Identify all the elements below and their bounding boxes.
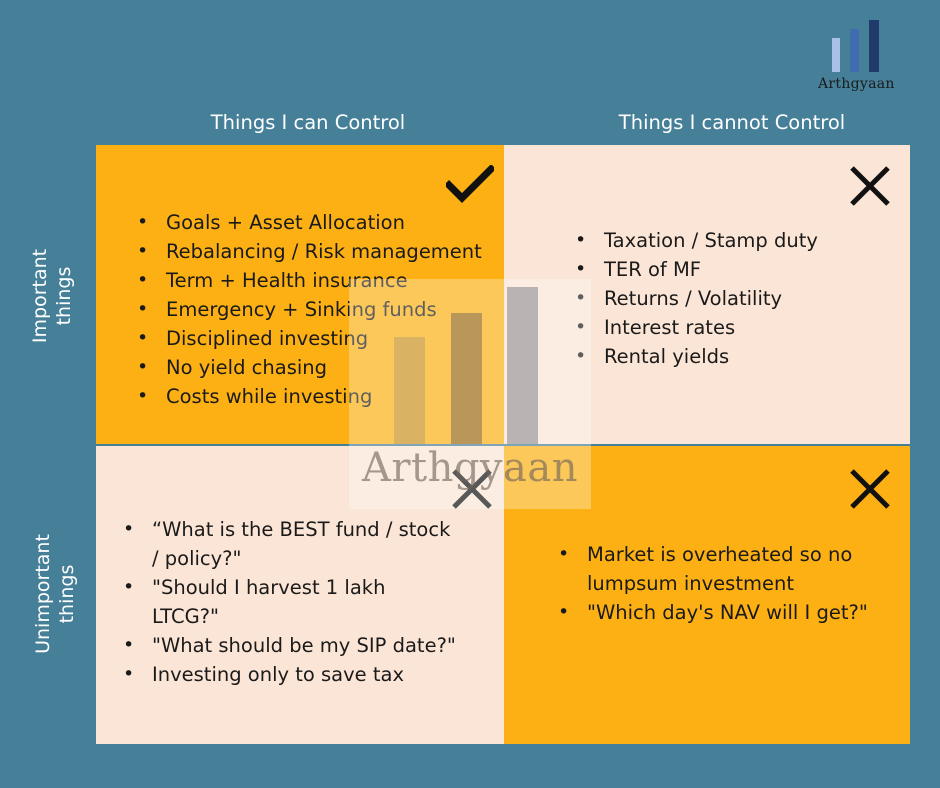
cross-icon <box>452 469 492 509</box>
list-item: "Should I harvest 1 lakh LTCG?" <box>122 573 457 631</box>
list-item: Interest rates <box>574 313 894 342</box>
column-header-can-control: Things I can Control <box>210 111 406 134</box>
check-icon <box>446 165 494 203</box>
brand-logo: Arthgyaan <box>812 18 902 98</box>
brand-name: Arthgyaan <box>818 76 895 92</box>
cross-icon <box>850 469 890 509</box>
list-item: "Which day's NAV will I get?" <box>557 598 897 627</box>
logo-bar-2 <box>850 29 859 72</box>
list-important-uncontrollable: Taxation / Stamp duty TER of MF Returns … <box>574 226 894 371</box>
column-header-cannot-control: Things I cannot Control <box>618 111 846 134</box>
list-item: Taxation / Stamp duty <box>574 226 894 255</box>
list-item: Market is overheated so no lumpsum inves… <box>557 540 897 598</box>
row-label-important: Important things <box>28 249 76 343</box>
watermark-bar-2 <box>451 313 482 444</box>
row-label-important-line-2: things <box>53 266 75 326</box>
logo-bar-1 <box>832 38 840 72</box>
watermark-text: Arthgyaan <box>361 445 578 491</box>
cross-icon <box>850 166 890 206</box>
list-item: “What is the BEST fund / stock / policy?… <box>122 515 457 573</box>
list-unimportant-controllable: “What is the BEST fund / stock / policy?… <box>122 515 457 689</box>
list-item: Goals + Asset Allocation <box>136 208 496 237</box>
list-item: Rebalancing / Risk management <box>136 237 496 266</box>
list-item: Disciplined investing <box>136 324 496 353</box>
logo-bar-3 <box>869 20 879 72</box>
list-item: Term + Health insurance <box>136 266 496 295</box>
watermark-bar-1 <box>394 337 425 444</box>
list-item: Investing only to save tax <box>122 660 457 689</box>
list-item: Emergency + Sinking funds <box>136 295 496 324</box>
list-unimportant-uncontrollable: Market is overheated so no lumpsum inves… <box>557 540 897 627</box>
list-item: Costs while investing <box>136 382 496 411</box>
list-item: "What should be my SIP date?" <box>122 631 457 660</box>
row-label-unimportant-line-2: things <box>56 564 78 624</box>
row-label-unimportant: Unimportant things <box>31 534 79 654</box>
row-label-unimportant-line-1: Unimportant <box>32 534 54 654</box>
list-item: Rental yields <box>574 342 894 371</box>
list-important-controllable: Goals + Asset Allocation Rebalancing / R… <box>136 208 496 411</box>
row-label-important-line-1: Important <box>29 248 51 344</box>
watermark: Arthgyaan <box>349 279 591 509</box>
watermark-bar-3 <box>507 287 538 444</box>
list-item: Returns / Volatility <box>574 284 894 313</box>
list-item: No yield chasing <box>136 353 496 382</box>
list-item: TER of MF <box>574 255 894 284</box>
